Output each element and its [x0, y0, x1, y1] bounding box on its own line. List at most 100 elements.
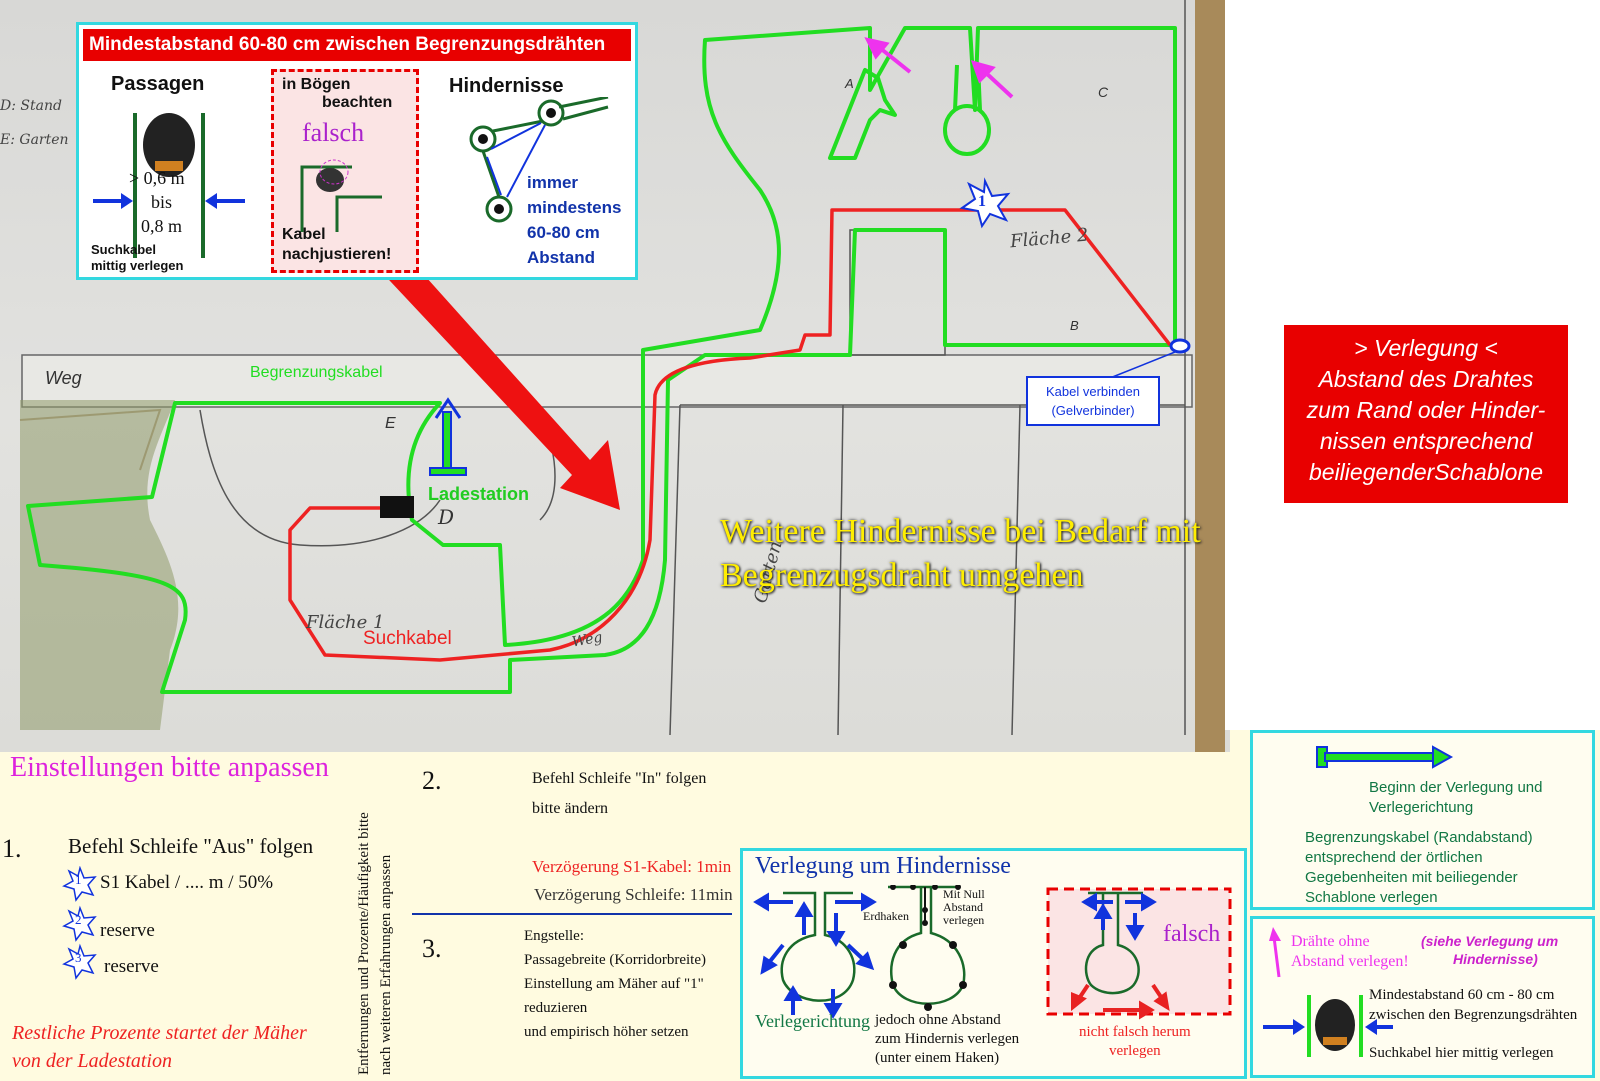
passagen-caption1: Suchkabel: [91, 242, 157, 257]
hedge: [20, 400, 179, 730]
legend2-draehte2: Abstand verlegen!: [1291, 953, 1409, 970]
path-strip: [21, 354, 1193, 408]
settings-stars: [62, 866, 97, 980]
legend-begr2: entsprechend der örtlichen: [1305, 849, 1483, 866]
connection-label-line1: Kabel verbinden: [1046, 384, 1140, 399]
s2-line2: bitte ändern: [532, 800, 608, 817]
s2-line1: Befehl Schleife "In" folgen: [532, 770, 707, 787]
legend2-min1: Mindestabstand 60 cm - 80 cm: [1369, 987, 1555, 1003]
obstacle-jedoch2: zum Hindernis verlegen: [875, 1031, 1020, 1047]
s3-line1: Engstelle:: [524, 928, 584, 944]
connection-point: [1169, 338, 1191, 354]
letter-b: B: [1070, 318, 1079, 333]
legend-begr1: Begrenzungskabel (Randabstand): [1305, 829, 1533, 846]
handwriting-flaeche1: Fläche 1: [306, 612, 385, 633]
boegen-caption2: nachjustieren!: [282, 246, 392, 263]
s1-item3: reserve: [104, 956, 159, 977]
legend-beginn2: Verlegerichtung: [1369, 799, 1474, 816]
legend2-such: Suchkabel hier mittig verlegen: [1369, 1045, 1554, 1061]
boegen-box: in Bögen beachten falsch Kabel nachjusti…: [271, 69, 419, 273]
passagen-graphic: [93, 113, 245, 258]
rest-line1: Restliche Prozente startet der Mäher: [12, 1022, 307, 1044]
hindernisse-title: Hindernisse: [449, 75, 564, 97]
s1-item2: reserve: [100, 920, 155, 941]
notice-line1: > Verlegung <: [1354, 335, 1498, 361]
boegen-title2: beachten: [322, 94, 393, 111]
star2-label: 2: [75, 912, 82, 927]
letter-a: A: [845, 76, 854, 91]
hindernisse-text2: mindestens: [527, 198, 622, 217]
legend-box: Beginn der Verlegung und Verlegerichtung…: [1250, 730, 1595, 910]
legend2-siehe1: (siehe Verlegung um: [1421, 933, 1559, 949]
hindernisse-text1: immer: [527, 173, 579, 192]
legend-begr3: Gegebenheiten mit beiliegender: [1305, 869, 1518, 886]
letter-c: C: [1098, 84, 1109, 100]
obstacle-nicht: nicht falsch herum verlegen: [1079, 1023, 1191, 1061]
guide-wire: [288, 208, 1172, 662]
yellow-note: Weitere Hindernisse bei Bedarf mit Begre…: [720, 510, 1201, 598]
label-ladestation: Ladestation: [428, 484, 530, 504]
connection-label-line2: (Gelverbinder): [1051, 403, 1135, 418]
passagen-measure3: 0,8 m: [141, 216, 183, 236]
board-edge: [1195, 0, 1225, 752]
obstacle-mitnull: Mit Null Abstand verlegen: [943, 888, 985, 927]
boegen-wrong: falsch: [302, 118, 365, 147]
s1-item1: S1 Kabel / .... m / 50%: [100, 872, 274, 893]
settings-n3: 3.: [422, 934, 442, 963]
vertical-text1: Entfernungen und Prozente/Häufigkeit bit…: [356, 812, 372, 1075]
s3-line2: Passagebreite (Korridorbreite): [524, 952, 707, 968]
s2-delay: Verzögerung Schleife: 11min: [534, 885, 733, 904]
magenta-arrow-icon: [1269, 927, 1281, 978]
settings-n1: 1.: [2, 834, 22, 863]
obstacle-verlegerichtung: Verlegerichtung: [755, 1011, 870, 1031]
yellow-note-line2: Begrenzugsdraht umgehen: [720, 557, 1084, 594]
yellow-note-line1: Weitere Hindernisse bei Bedarf mit: [720, 513, 1201, 550]
hindernisse-text3: 60-80 cm: [527, 223, 600, 242]
legend-beginn1: Beginn der Verlegung und: [1369, 779, 1543, 796]
handwriting-left1: D: Stand: [0, 98, 62, 114]
settings-n2: 2.: [422, 766, 442, 795]
divider: [412, 913, 732, 915]
letter-d: D: [438, 505, 455, 529]
settings-s1-title: Befehl Schleife "Aus" folgen: [68, 834, 314, 858]
label-suchkabel: Suchkabel: [363, 628, 452, 649]
connection-label: Kabel verbinden (Gelverbinder): [1026, 376, 1160, 426]
obstacle-mitnull3: verlegen: [943, 913, 985, 927]
star1-label: 1: [75, 872, 82, 887]
obstacle-falsch: falsch: [1163, 921, 1221, 947]
obstacle-nicht2: verlegen: [1109, 1043, 1161, 1059]
handwriting-left2: E: Garten: [0, 132, 69, 148]
mower-passage-icon: [1263, 995, 1393, 1057]
hindernisse-graphic: [469, 97, 609, 223]
big-red-arrow: [375, 248, 620, 510]
passagen-measure1: > 0,6 m: [129, 168, 185, 188]
vertical-text2: nach weiteren Erfahrungen anpassen: [378, 854, 394, 1075]
boegen-graphic: [300, 159, 382, 232]
legend2-draehte1: Drähte ohne: [1291, 933, 1370, 950]
obstacle-mitnull2: Abstand: [943, 900, 983, 914]
notice-line2: Abstand des Drahtes: [1318, 366, 1534, 392]
s2-delay-red: Verzögerung S1-Kabel: 1min: [532, 857, 732, 876]
obstacle-title: Verlegung um Hindernisse: [755, 853, 1011, 879]
obstacle-jedoch3: (unter einem Haken): [875, 1050, 1000, 1066]
legend2-siehe2: Hindernisse): [1453, 951, 1538, 967]
instruction-header: Mindestabstand 60-80 cm zwischen Begrenz…: [83, 29, 631, 61]
obstacle-erdhaken: Erdhaken: [863, 909, 909, 923]
start-marker: [429, 397, 467, 476]
mower-icon: [316, 168, 344, 192]
s3-line4: reduzieren: [524, 1000, 588, 1016]
boegen-caption1: Kabel: [282, 226, 326, 243]
passagen-measure2: bis: [151, 192, 173, 212]
boundary-wire: [26, 26, 1177, 694]
label-weg: Weg: [45, 368, 82, 388]
star3-label: 3: [75, 950, 82, 965]
settings-title: Einstellungen bitte anpassen: [10, 752, 329, 783]
obstacle-panel: Verlegung um Hindernisse: [740, 848, 1247, 1079]
notice-box: > Verlegung < Abstand des Drahtes zum Ra…: [1284, 325, 1568, 503]
s3-line3: Einstellung am Mäher auf "1": [524, 976, 704, 992]
instruction-panel: Mindestabstand 60-80 cm zwischen Begrenz…: [76, 22, 638, 280]
label-begrenzungskabel: Begrenzungskabel: [250, 364, 383, 381]
rest-line2: von der Ladestation: [12, 1050, 172, 1072]
magenta-arrows: [864, 37, 1014, 99]
